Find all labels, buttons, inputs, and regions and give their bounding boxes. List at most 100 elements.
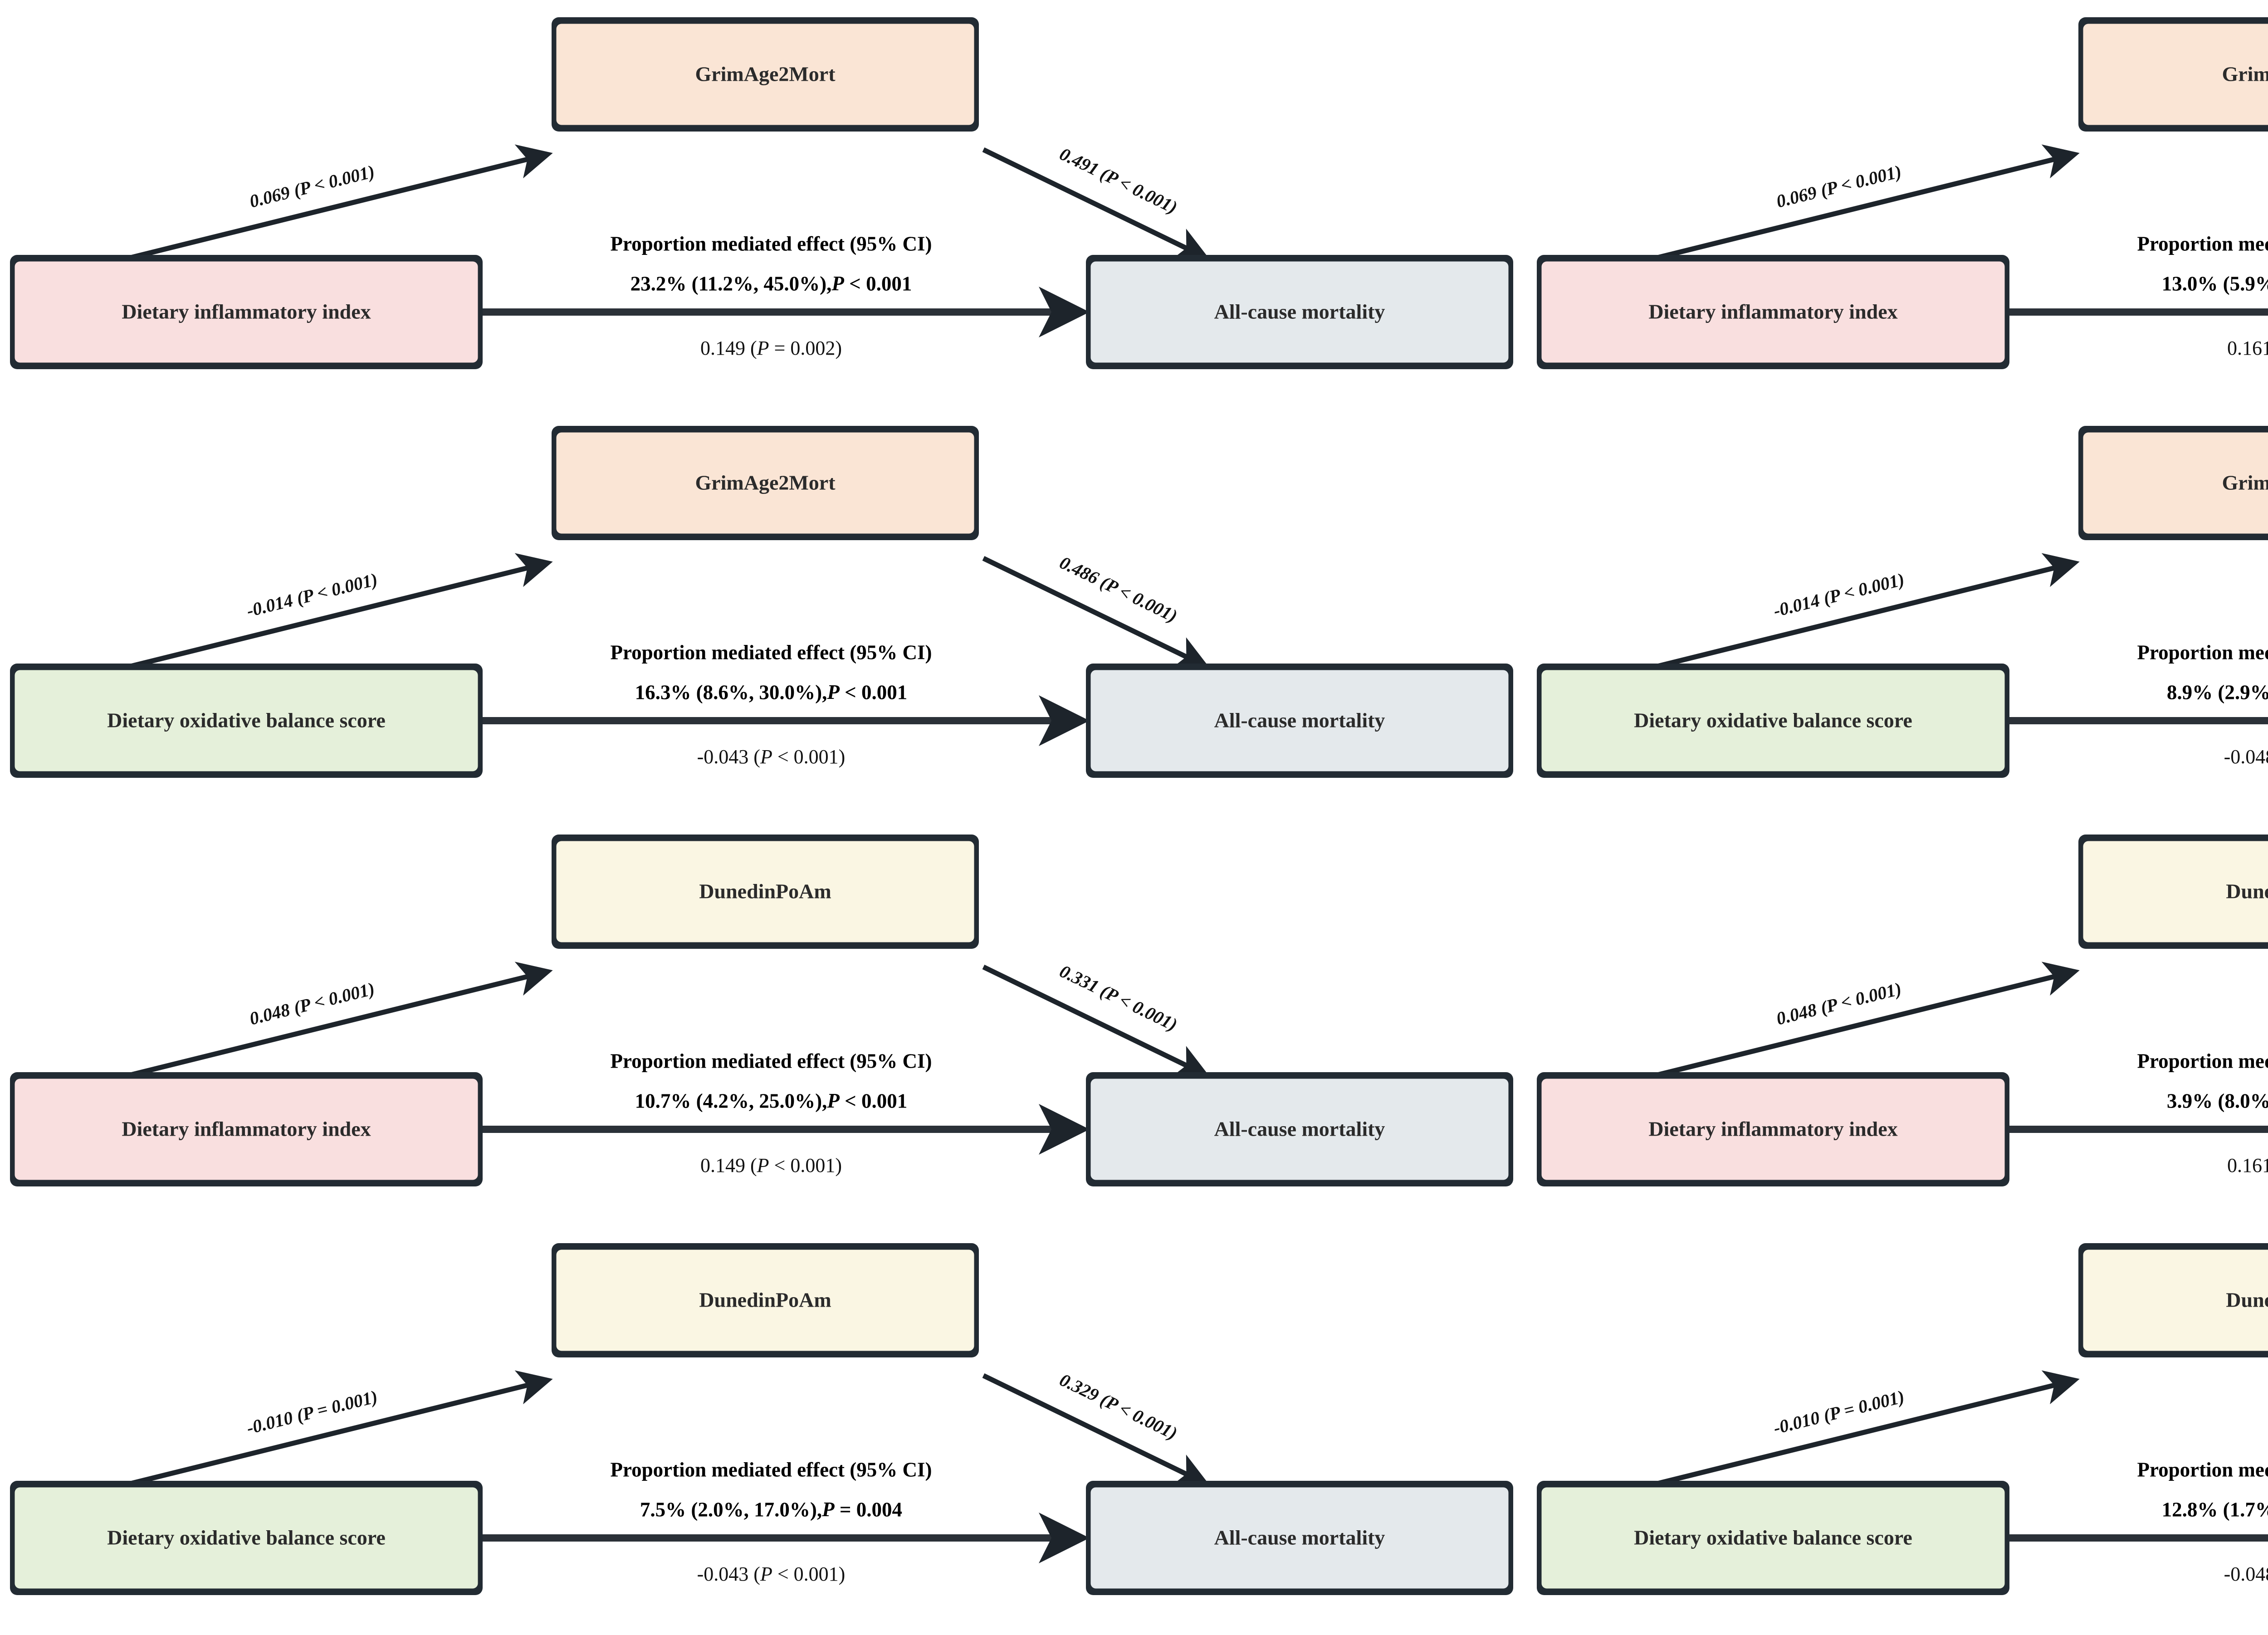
path-a-arrow <box>130 144 553 260</box>
proportion-mediated-title: Proportion mediated effect (95% CI) <box>611 1458 932 1481</box>
exposure-node: Dietary oxidative balance score <box>10 664 483 778</box>
mediator-node: GrimAge2Mort <box>552 426 979 540</box>
mediation-panel: Dietary oxidative balance score DunedinPo… <box>0 1226 1527 1635</box>
outcome-node-body <box>1086 257 1513 367</box>
path-c-direct-label: 0.149 (P = 0.002) <box>700 337 842 359</box>
path-c-direct-label: -0.043 (P < 0.001) <box>697 1563 846 1585</box>
mediator-node-body <box>552 1245 978 1355</box>
exposure-node: Dietary oxidative balance score <box>1537 664 2009 778</box>
mediator-node-label: DunedinPoAm <box>2226 880 2268 903</box>
path-c-direct-label: 0.161 (P = 0.001) <box>2227 1154 2268 1176</box>
path-a-arrow <box>130 1370 553 1486</box>
mediator-node-label: GrimAge2Mort <box>695 63 836 86</box>
path-a-label: -0.014 (P < 0.001) <box>244 569 380 621</box>
path-a-label: 0.069 (P < 0.001) <box>247 161 376 212</box>
path-b-label: 0.491 (P < 0.001) <box>1056 143 1181 218</box>
exposure-node-label: Dietary oxidative balance score <box>1634 709 1912 732</box>
proportion-mediated-value: 8.9% (2.9%, 18.0%),P < 0.001 <box>2167 681 2268 703</box>
exposure-node-body <box>1537 1483 2009 1593</box>
mediator-node-label: DunedinPoAm <box>699 1288 831 1312</box>
proportion-mediated-title: Proportion mediated effect (95% CI) <box>2137 232 2268 255</box>
proportion-mediated-title: Proportion mediated effect (95% CI) <box>2137 1458 2268 1481</box>
path-b-arrow <box>982 965 1210 1078</box>
exposure-node: Dietary oxidative balance score <box>1537 1481 2009 1595</box>
mediator-node: GrimAge2Mort <box>2078 426 2268 540</box>
path-a-arrow <box>1657 1370 2080 1486</box>
outcome-node: All-cause mortality <box>1086 1481 1513 1595</box>
path-c-direct-label: -0.048 (P < 0.001) <box>2224 1563 2268 1585</box>
exposure-node-body <box>10 666 482 776</box>
exposure-node-label: Dietary inflammatory index <box>1648 300 1897 323</box>
mediator-node-label: DunedinPoAm <box>699 880 831 903</box>
outcome-node-label: All-cause mortality <box>1214 300 1385 323</box>
mediator-node-label: GrimAge2Mort <box>695 471 836 494</box>
exposure-node-label: Dietary oxidative balance score <box>107 1526 386 1549</box>
exposure-node-body <box>10 1074 482 1184</box>
mediator-node-body <box>552 20 978 129</box>
proportion-mediated-title: Proportion mediated effect (95% CI) <box>2137 1049 2268 1072</box>
path-a-label: 0.048 (P < 0.001) <box>247 978 376 1029</box>
exposure-node-label: Dietary inflammatory index <box>122 300 371 323</box>
mediation-panel: Dietary inflammatory indexGrimAge2MortCa… <box>1527 0 2268 409</box>
outcome-node-body <box>1086 1074 1513 1184</box>
mediator-node: GrimAge2Mort <box>552 17 979 132</box>
outcome-node-label: All-cause mortality <box>1214 1118 1385 1141</box>
path-c-direct-label: 0.149 (P < 0.001) <box>700 1154 842 1176</box>
mediation-panel: Dietary oxidative balance score GrimAge2M… <box>1527 409 2268 817</box>
proportion-mediated-value: 12.8% (1.7%, 26.0%),P < 0.001 <box>2162 1498 2268 1521</box>
path-a-label: 0.069 (P < 0.001) <box>1774 161 1903 212</box>
mediator-node-label: DunedinPoAm <box>2226 1288 2268 1312</box>
proportion-mediated-title: Proportion mediated effect (95% CI) <box>611 1049 932 1072</box>
proportion-mediated-title: Proportion mediated effect (95% CI) <box>611 232 932 255</box>
outcome-node-label: All-cause mortality <box>1214 1526 1385 1549</box>
path-a-arrow <box>1657 961 2080 1078</box>
mediator-node-label: GrimAge2Mort <box>2222 63 2268 86</box>
proportion-mediated-value: 3.9% (8.0%, 10.0%),P = 0.016 <box>2167 1089 2268 1112</box>
proportion-mediated-value: 7.5% (2.0%, 17.0%),P = 0.004 <box>640 1498 902 1521</box>
path-a-arrow <box>1657 553 2080 669</box>
path-c-direct-label: -0.043 (P < 0.001) <box>697 746 846 768</box>
exposure-node-body <box>10 1483 482 1593</box>
path-a-label: 0.048 (P < 0.001) <box>1774 978 1903 1029</box>
mediation-panel: Dietary oxidative balance score GrimAge2M… <box>0 409 1527 817</box>
mediator-node-body <box>2079 1245 2268 1355</box>
mediation-panel: Dietary inflammatory indexDunedinPoAmCar… <box>1527 817 2268 1226</box>
mediator-node-body <box>552 428 978 538</box>
mediator-node: DunedinPoAm <box>2078 1243 2268 1357</box>
outcome-node: All-cause mortality <box>1086 1072 1513 1186</box>
exposure-node: Dietary oxidative balance score <box>10 1481 483 1595</box>
path-a-label: -0.014 (P < 0.001) <box>1771 569 1906 621</box>
path-a-arrow <box>1657 144 2080 260</box>
exposure-node-body <box>1537 257 2009 367</box>
exposure-node: Dietary inflammatory index <box>10 1072 483 1186</box>
mediator-node-body <box>2079 20 2268 129</box>
path-c-direct-label: -0.048 (P < 0.001) <box>2224 746 2268 768</box>
exposure-node: Dietary inflammatory index <box>1537 1072 2009 1186</box>
mediator-node: GrimAge2Mort <box>2078 17 2268 132</box>
path-b-label: 0.331 (P < 0.001) <box>1056 961 1181 1035</box>
exposure-node-label: Dietary oxidative balance score <box>107 709 386 732</box>
mediation-panel: Dietary oxidative balance score DunedinPo… <box>1527 1226 2268 1635</box>
proportion-mediated-value: 23.2% (11.2%, 45.0%),P < 0.001 <box>631 272 912 295</box>
proportion-mediated-title: Proportion mediated effect (95% CI) <box>611 641 932 664</box>
exposure-node-body <box>1537 666 2009 776</box>
exposure-node-body <box>1537 1074 2009 1184</box>
outcome-node: All-cause mortality <box>1086 255 1513 369</box>
mediator-node-body <box>552 837 978 947</box>
proportion-mediated-value: 16.3% (8.6%, 30.0%),P < 0.001 <box>635 681 908 703</box>
path-a-arrow <box>130 961 553 1078</box>
path-b-label: 0.486 (P < 0.001) <box>1056 552 1181 626</box>
path-c-direct-label: 0.161 (P = 0.001) <box>2227 337 2268 359</box>
outcome-node-body <box>1086 666 1513 776</box>
mediator-node-body <box>2079 837 2268 947</box>
outcome-node-label: All-cause mortality <box>1214 709 1385 732</box>
proportion-mediated-title: Proportion mediated effect (95% CI) <box>2137 641 2268 664</box>
path-a-arrow <box>130 553 553 669</box>
proportion-mediated-value: 13.0% (5.9%, 29.0%),P < 0.001 <box>2162 272 2268 295</box>
path-b-arrow <box>982 147 1210 260</box>
outcome-node-body <box>1086 1483 1513 1593</box>
proportion-mediated-value: 10.7% (4.2%, 25.0%),P < 0.001 <box>635 1089 908 1112</box>
